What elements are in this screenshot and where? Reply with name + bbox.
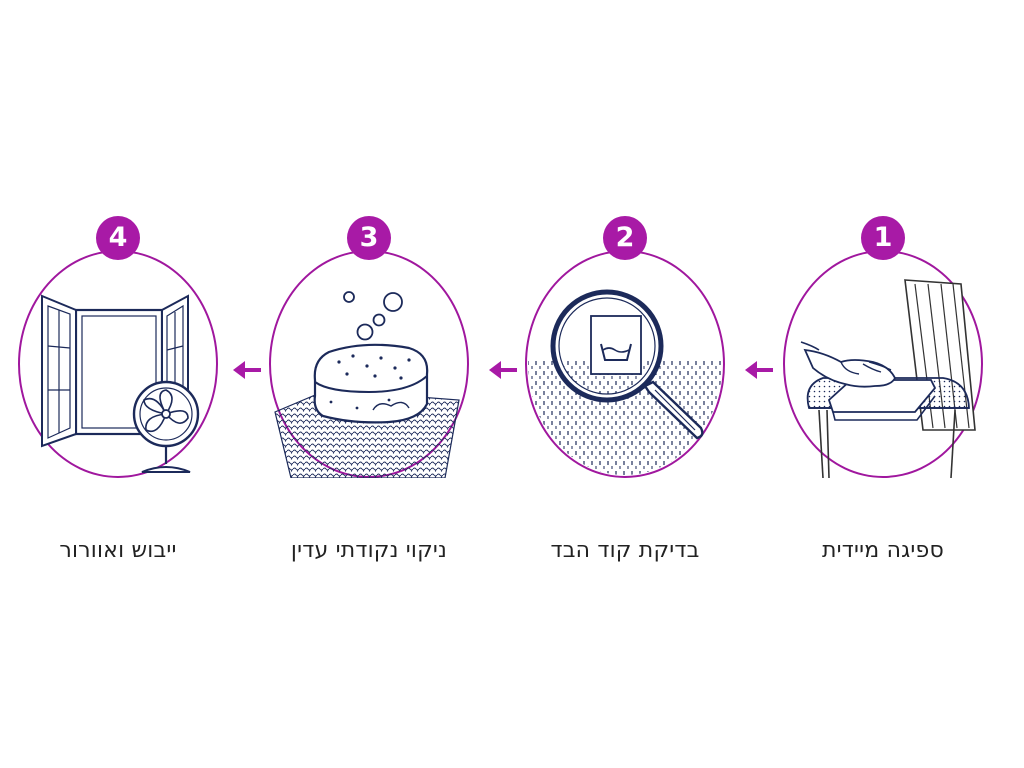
step-2: 2 בדיקת קוד הבד (525, 210, 725, 580)
step-4: 4 ייבוש ואוורור (18, 210, 218, 580)
step-2-label: בדיקת קוד הבד (550, 538, 700, 563)
step-1-number-badge: 1 (861, 216, 905, 260)
arrow-left-icon (745, 361, 773, 379)
step-1: 1 ס (783, 210, 983, 580)
magnifier-care-label-icon (528, 289, 722, 475)
arrow-left-icon (233, 361, 261, 379)
arrow-left-icon (489, 361, 517, 379)
step-1-label: ספיגה מיידית (822, 538, 944, 563)
hand-on-chair-icon (800, 279, 976, 478)
step-3-number-badge: 3 (347, 216, 391, 260)
step-3-label: ניקוי נקודתי עדין (290, 538, 448, 563)
step-4-label: ייבוש ואוורור (59, 538, 177, 563)
sponge-icon (274, 291, 460, 478)
step-3: 3 (269, 210, 469, 580)
step-4-number-badge: 4 (96, 216, 140, 260)
window-fan-icon (41, 294, 200, 473)
step-2-number-badge: 2 (603, 216, 647, 260)
